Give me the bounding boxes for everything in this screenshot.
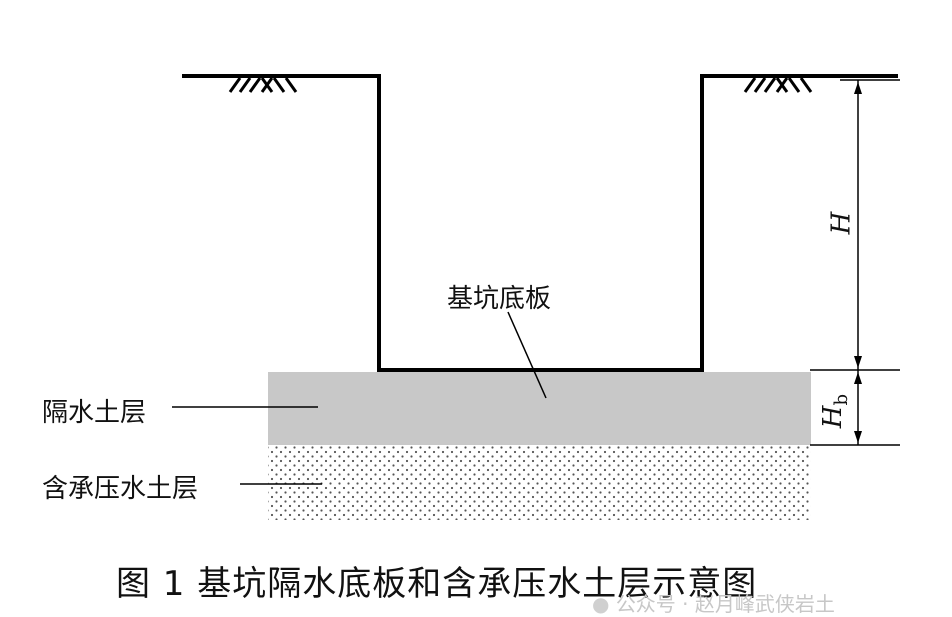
ground-and-pit-outline — [182, 74, 898, 372]
dimension-label-H-text: H — [826, 211, 857, 235]
confined-aquifer-layer — [268, 445, 811, 520]
wechat-icon: ● — [592, 592, 610, 616]
watermark: ● 公众号 · 赵月峰武侠岩土 — [592, 588, 835, 617]
watermark-text: 公众号 · 赵月峰武侠岩土 — [615, 592, 835, 616]
label-aquitard: 隔水土层 — [42, 398, 147, 428]
label-pit-bottom: 基坑底板 — [447, 284, 552, 314]
dimension-label-Hb: Hb — [818, 394, 852, 428]
figure-caption: 图 1 基坑隔水底板和含承压水土层示意图 — [116, 564, 758, 604]
dimension-label-H: H — [826, 212, 856, 235]
dimension-label-Hb-sub: b — [831, 393, 853, 406]
leader-pit-bottom — [507, 311, 547, 399]
dimension-H — [810, 79, 900, 446]
ground-hatch-left — [228, 77, 298, 93]
dimension-label-Hb-main: H — [818, 405, 849, 429]
ground-hatch-right — [743, 77, 813, 93]
label-confined-aquifer: 含承压水土层 — [42, 474, 199, 504]
